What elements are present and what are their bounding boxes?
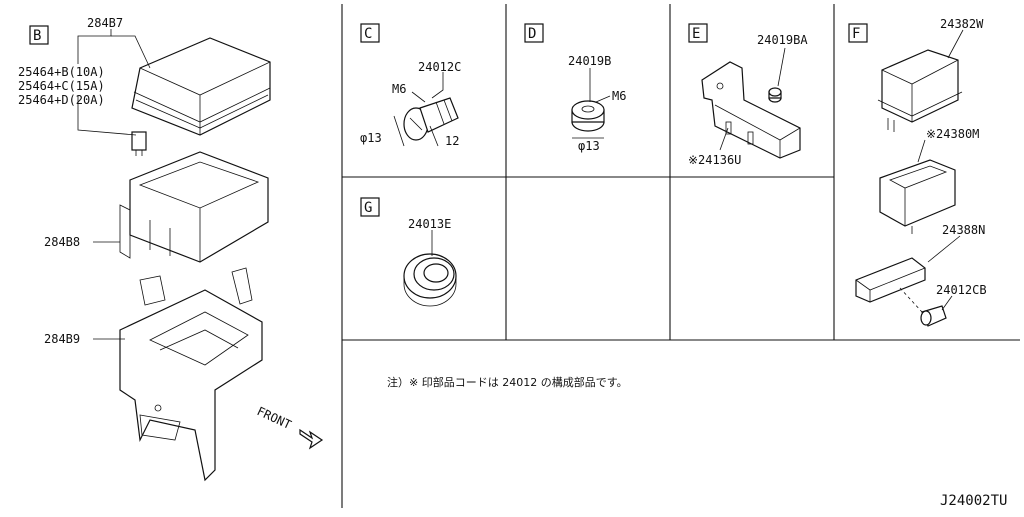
section-e-drawing: 24019BA ※24136U <box>688 33 808 167</box>
section-e-label: E <box>692 26 700 42</box>
label-m6-d: M6 <box>612 89 626 103</box>
section-f-label: F <box>852 26 860 42</box>
label-24013E: 24013E <box>408 217 451 231</box>
fuse-part <box>131 131 147 156</box>
label-m6-c: M6 <box>392 82 406 96</box>
label-24019B: 24019B <box>568 54 611 68</box>
section-c-box <box>360 23 380 43</box>
section-b-box <box>29 25 49 45</box>
label-284B7: 284B7 <box>87 16 123 30</box>
section-f-drawing: 24382W ※24380M 24388N 24012CB <box>855 17 987 327</box>
section-g-box <box>360 197 380 217</box>
label-284B8: 284B8 <box>44 235 80 249</box>
section-b-label: B <box>33 28 41 44</box>
section-d-box <box>524 23 544 43</box>
relay-24382w-part <box>877 49 963 132</box>
fuse-box-tray-part <box>119 151 269 263</box>
relay-holder-24380m-part <box>879 159 956 234</box>
section-g-label: G <box>364 200 372 216</box>
section-d-drawing: 24019B M6 φ13 <box>568 54 626 153</box>
grommet-24013e-part <box>403 253 457 307</box>
label-24012CB: 24012CB <box>936 283 987 297</box>
section-g-drawing: 24013E <box>403 217 457 307</box>
label-24388N: 24388N <box>942 223 985 237</box>
fuse-box-cover-part <box>131 37 271 136</box>
section-d-label: D <box>528 26 536 42</box>
grid-lines <box>341 4 1020 508</box>
label-25464-b: 25464+B(10A) <box>18 65 105 79</box>
label-24380M: ※24380M <box>926 127 979 141</box>
section-b-drawing: 284B7 25464+B(10A) 25464+C(15A) 25464+D(… <box>18 16 324 482</box>
label-25464-c: 25464+C(15A) <box>18 79 105 93</box>
bolt-24012c-part <box>403 97 459 141</box>
section-f-box <box>848 23 868 43</box>
label-284B9: 284B9 <box>44 332 80 346</box>
section-e-box <box>688 23 708 43</box>
label-dia13-d: φ13 <box>578 139 600 153</box>
bolt-24012cb-part <box>920 305 947 327</box>
nut-24019b-part <box>571 100 605 132</box>
cover-24388n-part <box>855 257 926 303</box>
section-c-drawing: 24012C M6 φ13 12 <box>360 60 461 148</box>
footnote: 注）※ 印部品コードは 24012 の構成部品です。 <box>387 375 628 389</box>
label-front: FRONT <box>255 404 294 432</box>
label-24136U: ※24136U <box>688 153 741 167</box>
section-c-label: C <box>364 26 372 42</box>
drawing-code: J24002TU <box>940 493 1007 509</box>
label-24019BA: 24019BA <box>757 33 808 47</box>
front-arrow-icon <box>299 428 324 450</box>
label-25464-d: 25464+D(20A) <box>18 93 105 107</box>
label-len12: 12 <box>445 134 459 148</box>
label-24382W: 24382W <box>940 17 984 31</box>
section-labels: B C D E F G <box>29 23 868 217</box>
nut-24019ba-part <box>768 87 782 103</box>
label-24012C: 24012C <box>418 60 461 74</box>
label-dia13-c: φ13 <box>360 131 382 145</box>
fuse-box-bracket-part <box>119 267 263 482</box>
bracket-24136u-part <box>701 61 801 159</box>
